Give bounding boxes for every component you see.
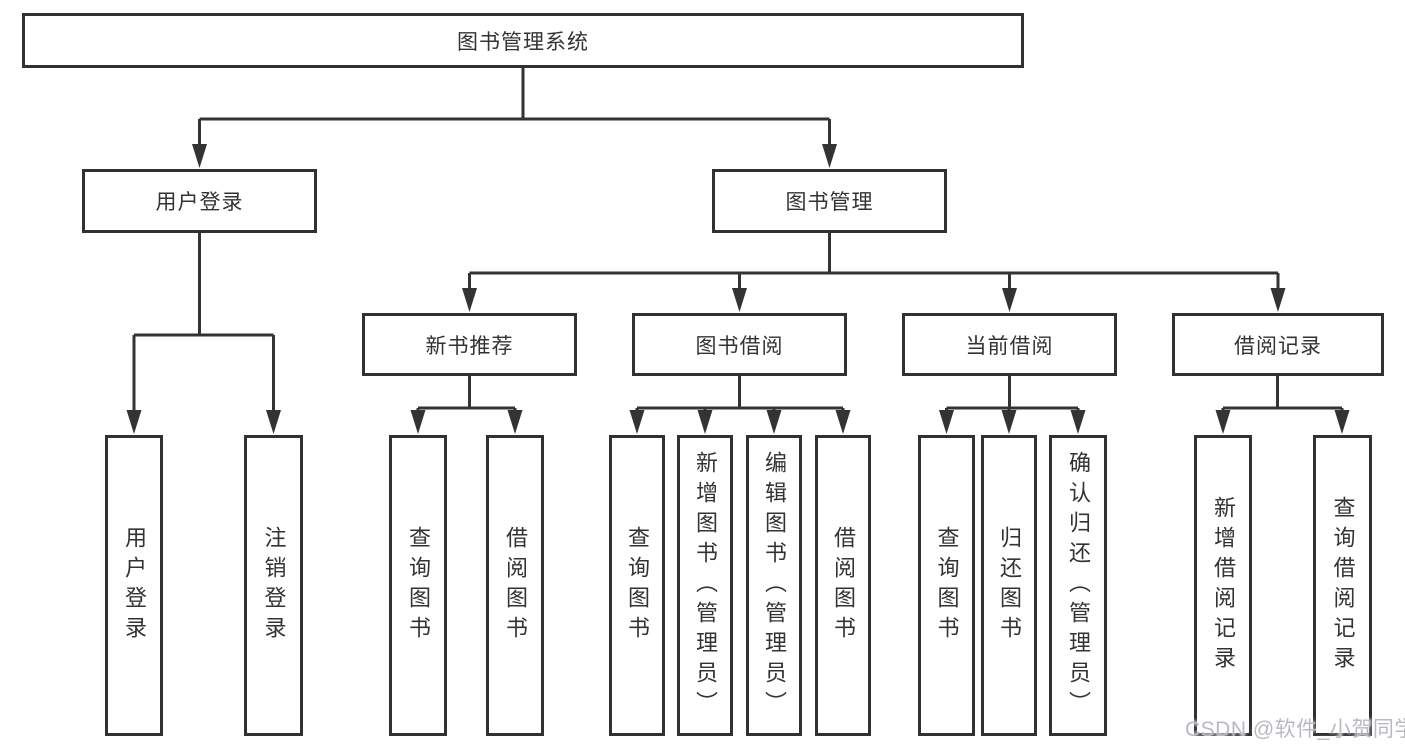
leaf-edit-book-admin: 编辑图书（管理员） — [746, 435, 802, 736]
leaf-add-book-admin-label: 新增图书（管理员） — [693, 450, 718, 721]
leaf-borrow-book: 借阅图书 — [815, 435, 871, 736]
leaf-query-book-borrow-label: 查询图书 — [625, 525, 650, 646]
leaf-query-book-current-label: 查询图书 — [934, 525, 960, 646]
node-user-login: 用户登录 — [82, 169, 317, 233]
leaf-query-borrow-record-label: 查询借阅记录 — [1330, 495, 1356, 676]
leaf-query-book-recommend-label: 查询图书 — [406, 525, 431, 646]
leaf-add-borrow-record: 新增借阅记录 — [1194, 435, 1252, 736]
watermark: CSDN @软件_小贺同学 — [1185, 718, 1405, 741]
leaf-return-book: 归还图书 — [981, 435, 1037, 736]
leaf-query-book-current: 查询图书 — [918, 435, 975, 736]
leaf-borrow-book-recommend: 借阅图书 — [486, 435, 544, 736]
leaf-return-book-label: 归还图书 — [997, 525, 1022, 646]
node-current-borrow-label: 当前借阅 — [965, 334, 1054, 358]
leaf-query-book-borrow: 查询图书 — [609, 435, 665, 736]
leaf-add-book-admin: 新增图书（管理员） — [677, 435, 733, 736]
leaf-query-book-recommend: 查询图书 — [389, 435, 447, 736]
node-root: 图书管理系统 — [22, 13, 1024, 68]
leaf-logout: 注销登录 — [244, 435, 303, 736]
leaf-user-login: 用户登录 — [105, 435, 163, 736]
leaf-confirm-return-admin: 确认归还（管理员） — [1049, 435, 1107, 736]
node-borrow-records: 借阅记录 — [1172, 313, 1384, 376]
leaf-edit-book-admin-label: 编辑图书（管理员） — [762, 450, 787, 721]
leaf-user-login-label: 用户登录 — [122, 525, 147, 646]
node-book-borrow-label: 图书借阅 — [695, 334, 784, 358]
leaf-logout-label: 注销登录 — [261, 525, 287, 646]
leaf-add-borrow-record-label: 新增借阅记录 — [1211, 495, 1236, 676]
node-book-management-label: 图书管理 — [785, 191, 874, 214]
node-borrow-records-label: 借阅记录 — [1234, 334, 1322, 358]
node-book-management: 图书管理 — [712, 169, 947, 233]
node-root-label: 图书管理系统 — [457, 30, 589, 54]
node-new-book-recommend-label: 新书推荐 — [425, 334, 514, 358]
node-new-book-recommend: 新书推荐 — [362, 313, 577, 376]
leaf-borrow-book-recommend-label: 借阅图书 — [503, 525, 528, 646]
node-book-borrow: 图书借阅 — [632, 313, 847, 376]
leaf-borrow-book-label: 借阅图书 — [831, 525, 856, 646]
leaf-query-borrow-record: 查询借阅记录 — [1313, 435, 1372, 736]
node-user-login-label: 用户登录 — [155, 191, 244, 214]
node-current-borrow: 当前借阅 — [902, 313, 1117, 376]
leaf-confirm-return-admin-label: 确认归还（管理员） — [1066, 450, 1091, 721]
